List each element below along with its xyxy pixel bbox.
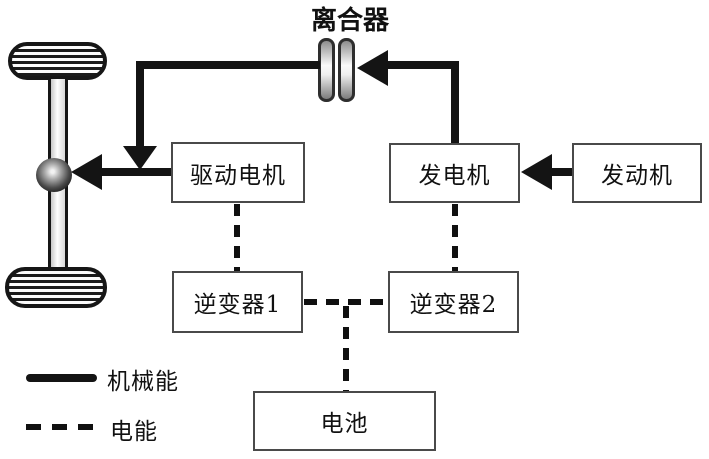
wheel-bottom-icon xyxy=(5,267,107,308)
mech-line-motor-to-wheels xyxy=(100,168,173,176)
differential-ball-icon xyxy=(36,158,72,192)
mech-line-generator-to-clutch xyxy=(385,61,459,69)
legend-mechanical-label: 机械能 xyxy=(107,369,179,395)
box-engine: 发动机 xyxy=(572,143,702,203)
mech-line-corner-down xyxy=(136,61,144,147)
elec-line-generator-to-inverter2 xyxy=(452,204,458,271)
clutch-plate-right-icon xyxy=(338,38,355,102)
arrow-left-to-generator-icon xyxy=(521,154,552,190)
box-generator: 发电机 xyxy=(389,143,520,203)
legend-electrical-line-icon xyxy=(26,424,94,430)
inverter2-label: 逆变器2 xyxy=(409,292,498,318)
engine-label: 发动机 xyxy=(601,163,673,189)
elec-line-inverter1-to-inverter2 xyxy=(304,299,388,305)
drive-motor-label: 驱动电机 xyxy=(190,162,286,189)
elec-line-motor-to-inverter1 xyxy=(234,204,240,271)
inverter1-label: 逆变器1 xyxy=(193,292,282,318)
arrow-left-to-clutch-icon xyxy=(357,50,388,86)
arrow-left-to-differential-icon xyxy=(71,154,102,190)
battery-label: 电池 xyxy=(320,411,369,437)
legend-mechanical-line-icon xyxy=(26,374,97,382)
mech-line-clutch-to-corner xyxy=(136,61,320,69)
box-inverter2: 逆变器2 xyxy=(388,271,519,333)
wheel-top-icon xyxy=(8,42,107,80)
box-drive-motor: 驱动电机 xyxy=(171,142,305,203)
box-inverter1: 逆变器1 xyxy=(172,271,303,333)
box-battery: 电池 xyxy=(253,391,436,451)
arrow-down-to-drive-line-icon xyxy=(123,146,157,170)
generator-label: 发电机 xyxy=(418,163,491,189)
elec-line-bus-to-battery xyxy=(343,306,349,391)
clutch-label: 离合器 xyxy=(310,6,389,36)
mech-line-generator-up xyxy=(451,61,459,143)
legend-electrical-label: 电能 xyxy=(110,419,158,445)
clutch-plate-left-icon xyxy=(318,38,335,102)
mech-line-engine-to-generator xyxy=(549,168,572,176)
